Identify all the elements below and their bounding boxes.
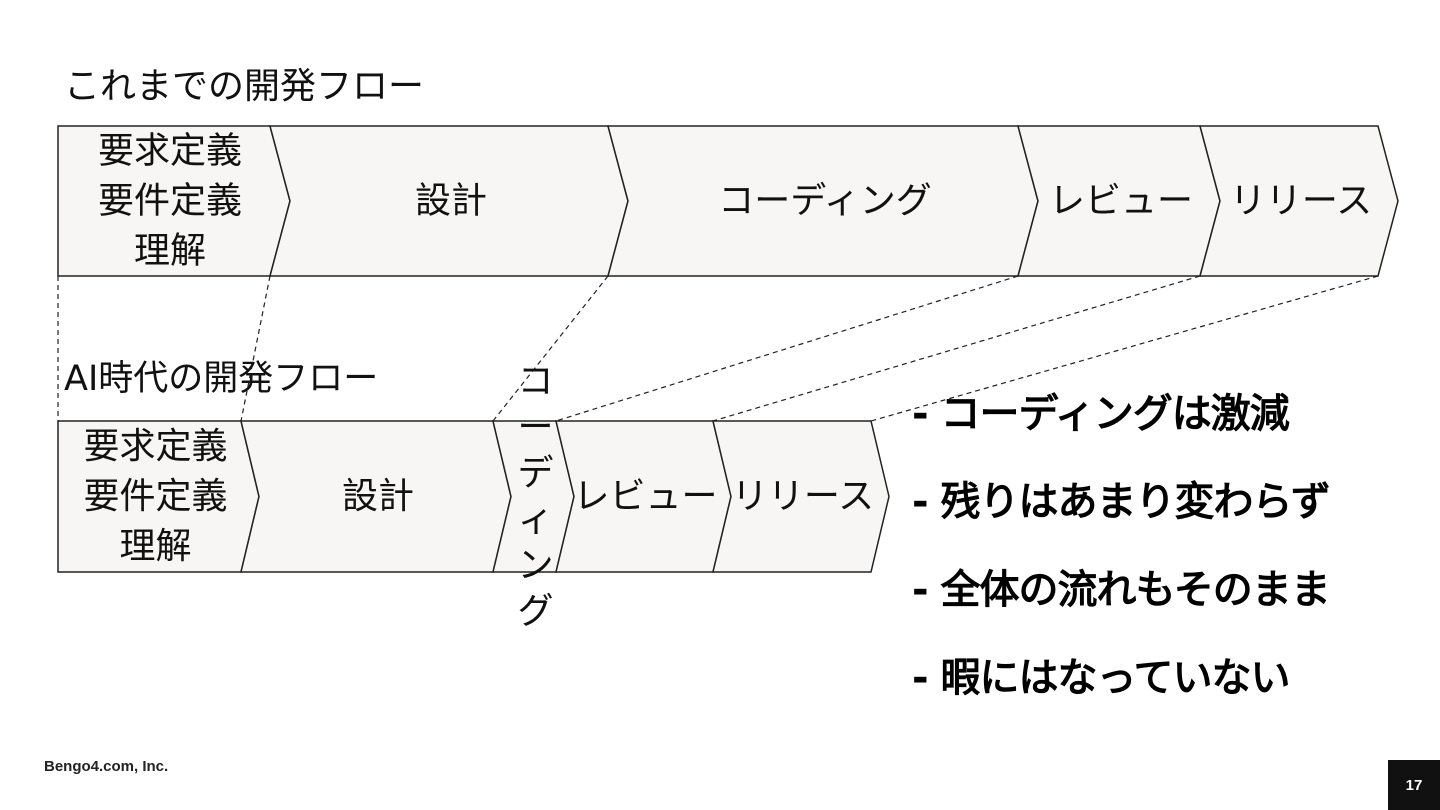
after-stage-coding-label: ィ — [517, 499, 553, 540]
bullet-rest-unchanged: - 残りはあまり変わらず — [912, 479, 1331, 525]
summary-bullet-list: - コーディングは激減 - 残りはあまり変わらず - 全体の流れもそのまま - … — [912, 384, 1331, 736]
after-stage-release-label: リリース — [732, 476, 874, 517]
before-stage-requirements-label: 理解 — [134, 231, 206, 272]
bullet-flow-same: - 全体の流れもそのまま — [912, 567, 1331, 613]
before-stage-design-label: 設計 — [415, 181, 487, 222]
before-stage-review: レビュー — [1017, 125, 1221, 277]
after-flow-row: 要求定義要件定義理解設計コーディングレビューリリース — [57, 361, 890, 632]
after-stage-coding: コーディング — [492, 361, 575, 632]
after-stage-release-chevron — [712, 420, 890, 573]
after-flow-title: AI時代の開発フロー — [64, 359, 378, 399]
connector-requirements-design — [240, 275, 271, 422]
before-stage-requirements-label: 要求定義 — [98, 131, 242, 172]
after-stage-release: リリース — [712, 420, 890, 573]
before-stage-coding-label: コーディング — [718, 181, 931, 222]
after-stage-coding-label: コ — [517, 361, 553, 402]
before-stage-review-label: レビュー — [1049, 181, 1193, 222]
after-stage-coding-label: ン — [517, 545, 553, 586]
before-stage-coding: コーディング — [607, 125, 1039, 277]
before-stage-release: リリース — [1199, 125, 1399, 277]
connector-review-release — [712, 275, 1201, 422]
page-number-badge: 17 — [1388, 760, 1440, 810]
after-stage-design-label: 設計 — [342, 476, 414, 517]
after-stage-requirements-label: 理解 — [119, 526, 191, 567]
after-stage-coding-label: ー — [517, 407, 553, 448]
before-stage-design: 設計 — [269, 125, 629, 277]
before-flow-title: これまでの開発フロー — [64, 66, 424, 107]
after-stage-requirements-label: 要件定義 — [83, 476, 227, 517]
after-stage-review: レビュー — [555, 420, 732, 573]
footer-company-name: Bengo4.com, Inc. — [44, 758, 169, 775]
after-stage-review-label: レビュー — [573, 476, 717, 517]
connector-release-end — [870, 275, 1379, 422]
after-stage-requirements-label: 要求定義 — [83, 426, 227, 467]
before-flow-row: 要求定義要件定義理解 設計 コーディング レビューリリース — [57, 125, 1399, 277]
connector-design-coding — [492, 275, 609, 422]
after-stage-coding-label: デ — [517, 453, 553, 494]
after-stage-design: 設計 — [240, 420, 512, 573]
bullet-coding-reduced: - コーディングは激減 — [912, 391, 1290, 437]
before-stage-requirements-label: 要件定義 — [98, 181, 242, 222]
bullet-not-idle: - 暇にはなっていない — [912, 655, 1291, 701]
stage-connectors — [57, 275, 1379, 422]
after-stage-coding-label: グ — [517, 591, 553, 632]
before-stage-release-chevron — [1199, 125, 1399, 277]
before-stage-release-label: リリース — [1230, 181, 1372, 222]
